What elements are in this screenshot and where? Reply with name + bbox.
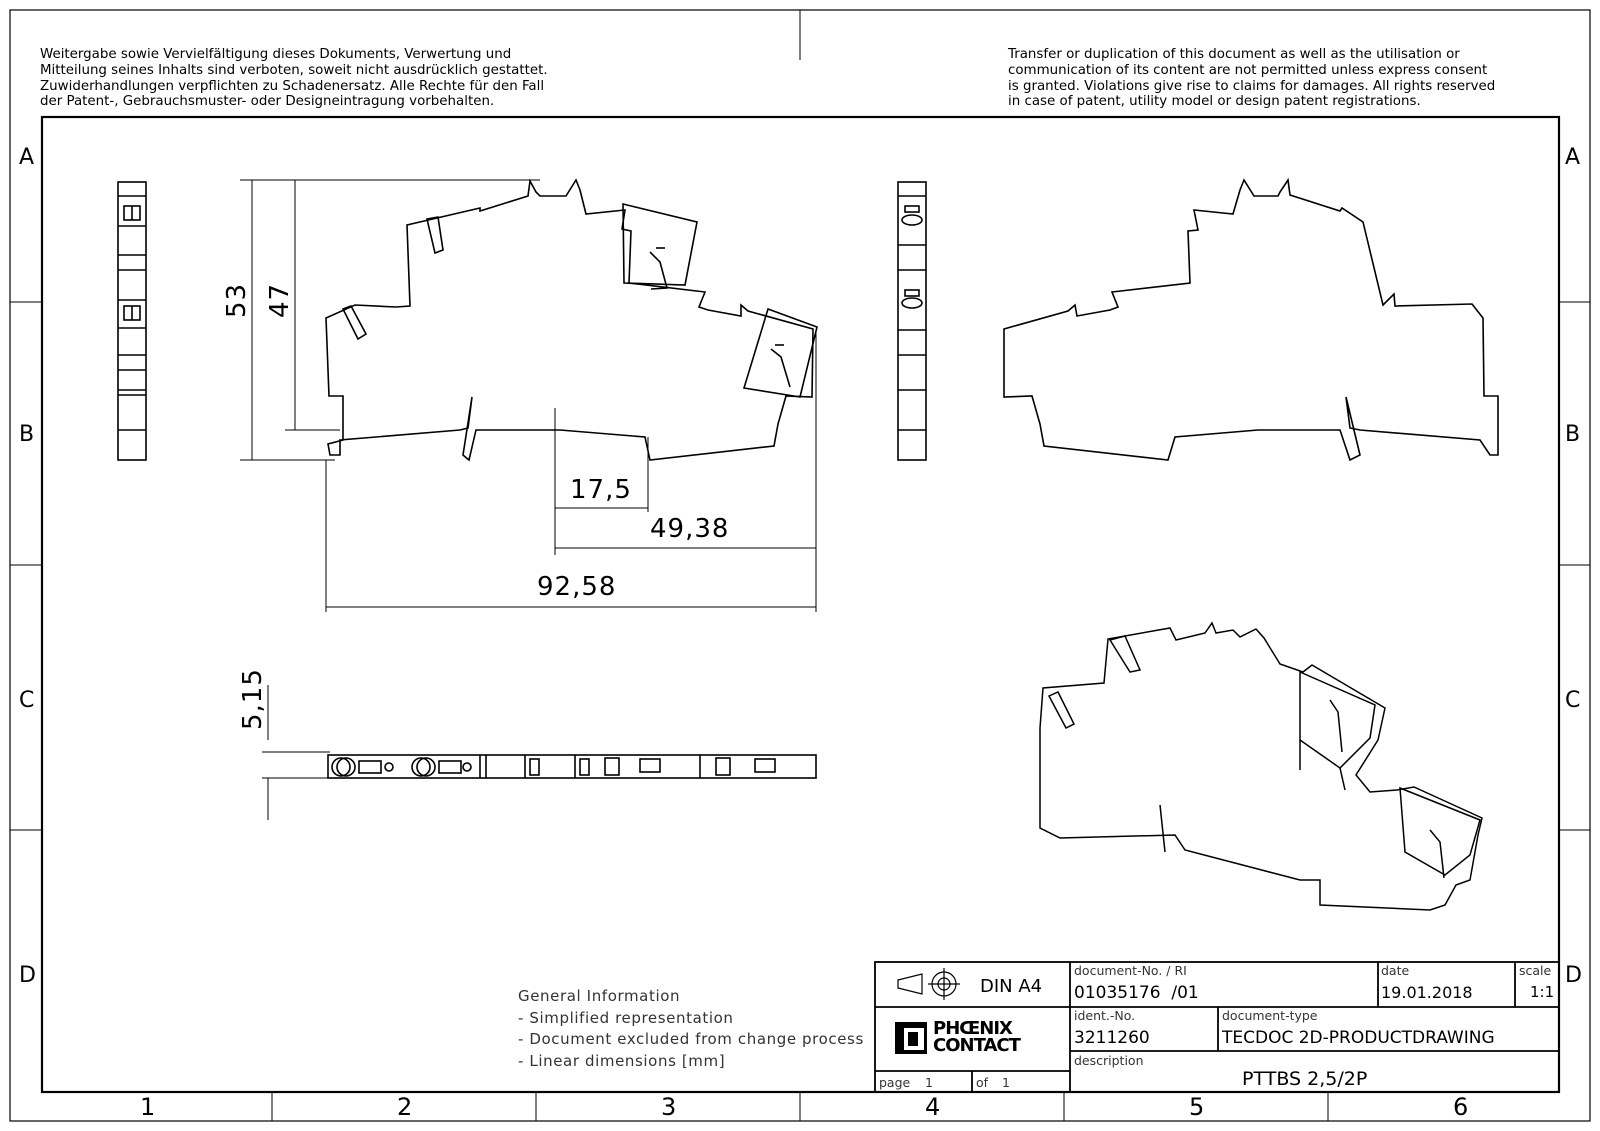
page-count: 1: [1002, 1075, 1010, 1090]
row-label-c-right: C: [1565, 688, 1581, 713]
row-label-c-left: C: [19, 688, 35, 713]
top-view: [327, 754, 817, 779]
side-view-right: [897, 181, 927, 461]
dimension-92-58: 92,58: [537, 572, 617, 602]
column-label-3: 3: [661, 1093, 677, 1121]
row-label-d-right: D: [1565, 963, 1582, 988]
document-no-label: document-No. / RI: [1074, 963, 1187, 978]
zone-ticks: [10, 301, 1590, 1121]
description: PTTBS 2,5/2P: [1242, 1068, 1368, 1090]
general-information-heading: General Information: [518, 987, 681, 1005]
phoenix-contact-logo: PHŒNIX CONTACT: [895, 1018, 1043, 1056]
dimension-17-5: 17,5: [570, 475, 632, 505]
general-information-item: - Document excluded from change process: [518, 1030, 864, 1048]
general-information-item: - Linear dimensions [mm]: [518, 1051, 726, 1070]
outer-frame: [9, 9, 1591, 1122]
ident-label: ident.-No.: [1074, 1008, 1136, 1023]
paper-format: DIN A4: [980, 976, 1043, 997]
legal-notice-english: Transfer or duplication of this document…: [1008, 47, 1496, 110]
side-view-left: [117, 181, 147, 461]
isometric-view: [1039, 621, 1483, 911]
logo-text-line1: PHŒNIX: [933, 1018, 1013, 1039]
logo-text-line2: CONTACT: [933, 1035, 1021, 1056]
general-information: General Information - Simplified represe…: [518, 986, 864, 1072]
column-label-6: 6: [1453, 1093, 1469, 1121]
dimension-47: 47: [265, 282, 295, 318]
inner-frame: [40, 115, 1561, 1094]
projection-symbol-icon: [897, 968, 960, 1000]
description-label: description: [1074, 1053, 1144, 1068]
dimension-5-15: 5,15: [238, 668, 268, 730]
row-label-a-right: A: [1565, 145, 1581, 170]
column-label-4: 4: [925, 1093, 941, 1121]
dimension-53: 53: [222, 282, 252, 318]
of-label: of: [976, 1075, 989, 1090]
document-type-label: document-type: [1222, 1008, 1318, 1023]
column-label-2: 2: [397, 1093, 413, 1121]
scale-label: scale: [1519, 963, 1552, 978]
scale-value: 1:1: [1530, 983, 1555, 1001]
row-label-d-left: D: [19, 963, 36, 988]
front-view-dimension-lines: [240, 179, 817, 820]
column-label-5: 5: [1189, 1093, 1205, 1121]
page-label: page: [879, 1075, 911, 1090]
row-label-a-left: A: [19, 145, 35, 170]
front-view-outline: [325, 178, 818, 462]
document-type: TECDOC 2D-PRODUCTDRAWING: [1222, 1028, 1495, 1048]
general-information-item: - Simplified representation: [518, 1008, 734, 1027]
title-block-frame: [874, 961, 1560, 1093]
column-label-1: 1: [140, 1093, 156, 1121]
document-no: 01035176 /01: [1074, 983, 1199, 1003]
date-label: date: [1381, 963, 1410, 978]
rear-view-outline: [1003, 177, 1499, 462]
row-label-b-left: B: [19, 422, 35, 447]
page-number: 1: [925, 1075, 933, 1090]
logo-mark-icon: [895, 1022, 927, 1054]
date-value: 19.01.2018: [1381, 983, 1473, 1002]
ident-number: 3211260: [1074, 1028, 1150, 1048]
legal-notice-german: Weitergabe sowie Vervielfältigung dieses…: [40, 47, 548, 110]
dimension-49-38: 49,38: [650, 514, 730, 544]
row-label-b-right: B: [1565, 422, 1581, 447]
